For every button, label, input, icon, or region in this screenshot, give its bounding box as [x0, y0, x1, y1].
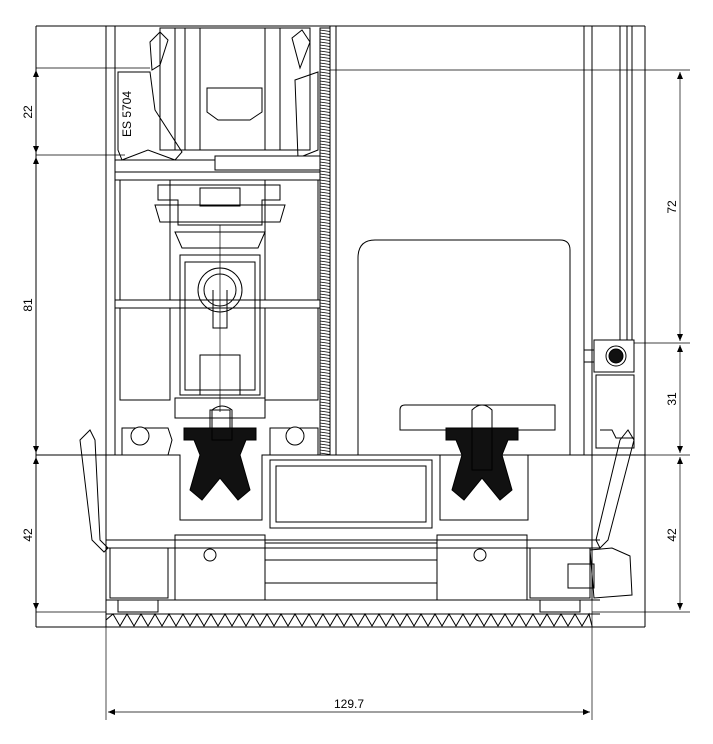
dimension-lines [33, 70, 683, 715]
dim-right-top: 72 [665, 200, 679, 214]
sill-gaskets [79, 404, 635, 553]
glazing-panel [329, 26, 571, 456]
part-label: ES 5704 [120, 91, 134, 137]
threshold-profile [36, 454, 645, 627]
dim-left-bottom: 42 [21, 528, 35, 542]
dim-right-bottom: 42 [665, 528, 679, 542]
transom-rails [115, 155, 321, 401]
sash-top [117, 27, 319, 161]
dim-bottom-width: 129.7 [334, 697, 364, 711]
glass-edge-strip [319, 27, 331, 456]
dim-right-middle: 31 [665, 392, 679, 406]
extension-lines [36, 67, 690, 720]
dim-left-middle: 81 [21, 298, 35, 312]
outer-frame [35, 25, 646, 628]
right-frame-detail [584, 339, 635, 449]
lock-mechanism [154, 184, 286, 429]
dim-left-top: 22 [21, 105, 35, 119]
